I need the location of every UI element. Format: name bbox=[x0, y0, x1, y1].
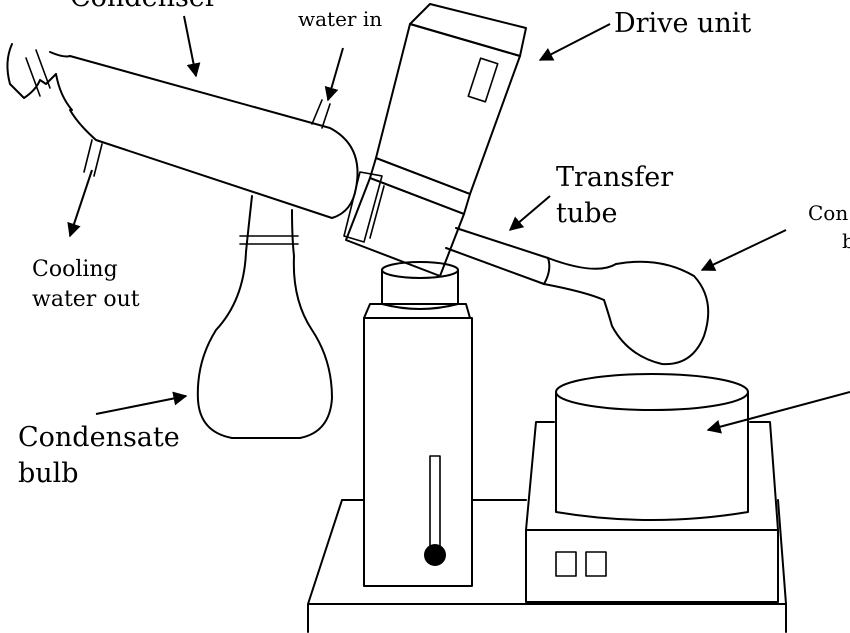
label-cooling-water-out-2: water out bbox=[32, 287, 140, 312]
heating-bath bbox=[525, 373, 779, 603]
arrow-condensate-bulb bbox=[95, 391, 188, 415]
label-transfer-tube-1: Transfer bbox=[556, 162, 673, 193]
base-plate bbox=[307, 499, 787, 633]
label-transfer-tube-2: tube bbox=[556, 198, 618, 229]
drive-unit bbox=[343, 3, 527, 277]
control-button-2 bbox=[585, 551, 607, 577]
label-condenser: Condenser bbox=[70, 0, 218, 13]
label-water-in: water in bbox=[298, 7, 382, 31]
arrow-con-flask bbox=[700, 229, 787, 271]
label-condensate-bulb-1: Condensate bbox=[18, 422, 180, 453]
arrow-drive-unit bbox=[538, 23, 611, 61]
label-con-partial-2: b bbox=[842, 229, 850, 253]
label-condensate-bulb-2: bulb bbox=[18, 458, 79, 489]
arrow-water-in bbox=[324, 47, 344, 102]
transfer-tube bbox=[445, 227, 617, 301]
label-drive-unit: Drive unit bbox=[614, 8, 751, 39]
condenser bbox=[6, 43, 359, 257]
evaporating-flask bbox=[603, 260, 710, 366]
arrow-condenser bbox=[183, 15, 201, 78]
arrow-transfer-tube bbox=[508, 195, 551, 231]
level-indicator bbox=[424, 544, 446, 566]
control-button-1 bbox=[555, 551, 577, 577]
label-cooling-water-out-1: Cooling bbox=[32, 257, 118, 282]
lift-column bbox=[363, 261, 473, 587]
arrow-cooling-water-out bbox=[67, 169, 93, 238]
label-con-partial-1: Con bbox=[808, 201, 848, 225]
arrow-bath bbox=[706, 391, 850, 434]
condensate-bulb bbox=[196, 251, 333, 439]
